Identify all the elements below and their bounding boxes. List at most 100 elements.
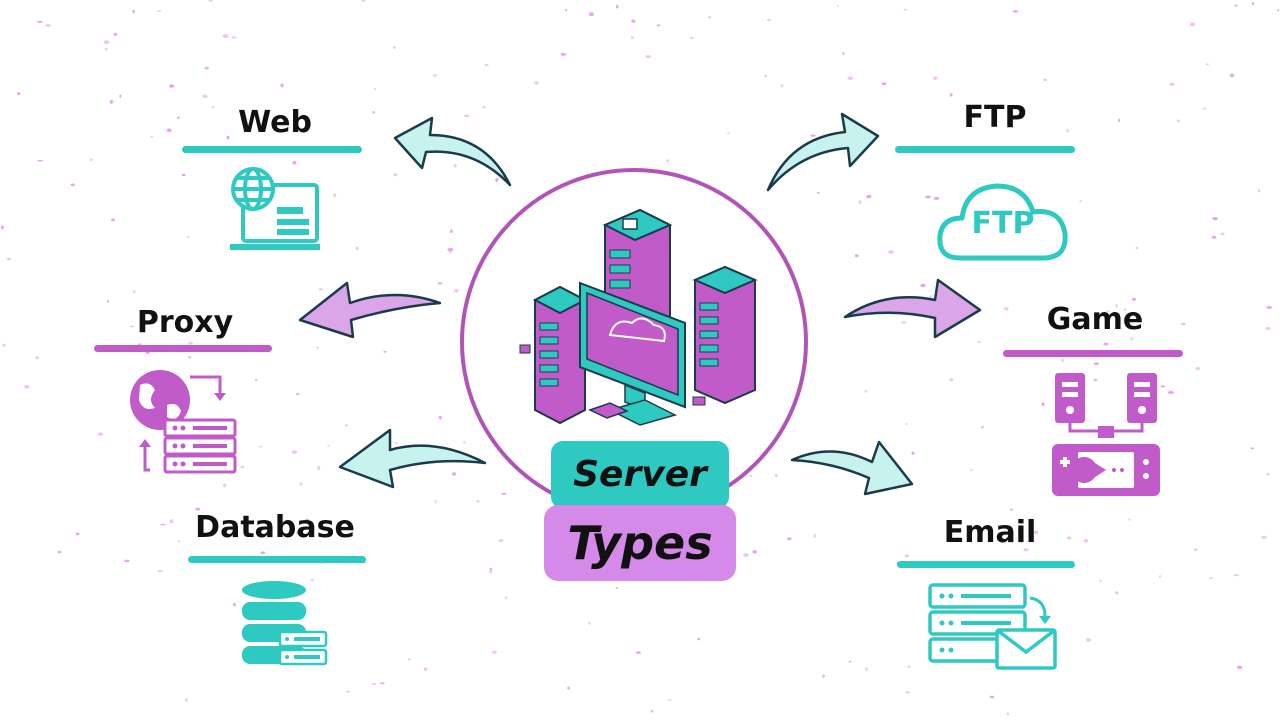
speckle — [463, 114, 470, 118]
web-underline — [182, 146, 362, 153]
speckle — [504, 596, 508, 599]
speckle — [888, 250, 894, 254]
speckle — [1118, 118, 1121, 123]
speckle — [373, 88, 377, 90]
arrow-to-web — [393, 116, 512, 187]
speckle — [1128, 518, 1131, 521]
speckle — [848, 660, 852, 663]
speckle — [383, 350, 387, 353]
speckle — [905, 422, 908, 426]
speckle — [925, 195, 932, 199]
speckle — [17, 92, 21, 95]
speckle — [1205, 63, 1209, 66]
ftp-label: FTP — [963, 100, 1027, 135]
speckle — [901, 321, 907, 324]
speckle — [1061, 358, 1064, 363]
speckle — [764, 74, 767, 78]
speckle — [881, 82, 887, 86]
speckle — [1066, 129, 1069, 133]
center-title-server: Server — [551, 441, 729, 509]
speckle — [1167, 390, 1174, 395]
speckle — [1180, 322, 1187, 326]
speckle — [631, 19, 636, 23]
speckle — [864, 390, 868, 393]
speckle — [395, 441, 398, 445]
speckle — [1159, 575, 1162, 578]
speckle — [438, 415, 443, 420]
speckle — [104, 48, 108, 51]
speckle — [393, 46, 396, 49]
speckle — [132, 290, 136, 293]
speckle — [813, 534, 817, 538]
speckle — [1083, 538, 1088, 543]
speckle — [697, 637, 701, 641]
speckle — [752, 550, 757, 554]
arrow-to-ftp — [766, 112, 880, 192]
speckle — [113, 32, 118, 36]
speckle — [929, 295, 933, 298]
speckle — [0, 225, 4, 230]
speckle — [6, 257, 12, 261]
database-label: Database — [195, 510, 355, 545]
speckle — [132, 9, 135, 14]
speckle — [858, 200, 862, 205]
speckle — [109, 100, 114, 104]
speckle — [317, 466, 321, 470]
speckle — [743, 553, 749, 557]
speckle — [949, 378, 954, 382]
speckle — [1265, 327, 1271, 330]
speckle — [651, 709, 653, 713]
speckle — [107, 299, 110, 303]
speckle — [292, 597, 296, 599]
game-console-server-icon — [1052, 373, 1160, 496]
speckle — [949, 533, 952, 536]
speckle — [949, 93, 953, 97]
speckle — [280, 83, 284, 88]
speckle — [57, 551, 62, 554]
speckle — [75, 532, 80, 536]
speckle — [668, 699, 672, 701]
speckle — [588, 621, 591, 625]
speckle — [666, 159, 669, 163]
speckle — [393, 173, 398, 177]
speckle — [299, 482, 303, 486]
proxy-underline — [94, 345, 272, 352]
speckle — [981, 426, 984, 429]
speckle — [160, 523, 166, 526]
speckle — [202, 94, 208, 98]
speckle — [372, 111, 375, 114]
speckle — [1277, 9, 1280, 12]
speckle — [822, 674, 825, 678]
speckle — [567, 686, 570, 690]
speckle — [380, 682, 385, 685]
speckle — [1009, 508, 1014, 512]
speckle — [780, 84, 784, 88]
speckle — [842, 52, 845, 56]
speckle — [1195, 367, 1200, 371]
speckle — [296, 392, 300, 395]
database-underline — [188, 556, 366, 563]
web-label: Web — [238, 105, 312, 140]
speckle — [1099, 580, 1102, 582]
speckle — [1093, 379, 1098, 381]
speckle — [333, 193, 337, 198]
speckle — [1079, 199, 1082, 203]
speckle — [70, 183, 75, 187]
speckle — [169, 519, 174, 524]
speckle — [185, 698, 188, 702]
speckle — [615, 587, 619, 589]
speckle — [787, 537, 792, 541]
speckle — [836, 4, 839, 7]
speckle — [1193, 548, 1198, 551]
speckle — [35, 356, 39, 360]
speckle — [211, 105, 215, 108]
speckle — [904, 554, 910, 558]
speckle — [137, 343, 142, 346]
speckle — [345, 424, 348, 427]
speckle — [463, 441, 466, 444]
speckle — [37, 159, 43, 162]
speckle — [453, 164, 457, 168]
speckle — [177, 116, 180, 119]
speckle — [291, 450, 298, 454]
speckle — [119, 94, 122, 99]
